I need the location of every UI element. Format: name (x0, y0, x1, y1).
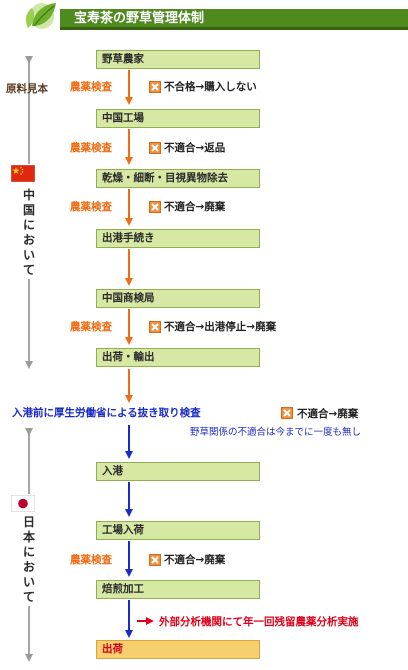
china-flag-icon (11, 165, 35, 182)
step-final-shipment: 出荷 (96, 640, 260, 659)
reject-x-icon (149, 81, 161, 93)
inspection-label: 農薬検査 (70, 142, 112, 154)
inspection-result: 不適合→出港停止→廃棄 (164, 321, 277, 333)
reject-x-icon (149, 201, 161, 213)
header-bar-shadow (60, 27, 408, 30)
header: 宝寿茶の野草管理体制 (0, 0, 408, 36)
reject-x-icon (149, 554, 161, 566)
header-bar (60, 9, 408, 29)
step-drying-cutting: 乾燥・細断・目視異物除去 (96, 169, 260, 188)
residual-pesticide-analysis-note: 外部分析機関にて年一回残留農薬分析実施 (159, 616, 359, 628)
inspection-result: 不合格→購入しない (164, 81, 257, 93)
no-failure-note: 野草関係の不適合は今までに一度も無し (190, 427, 362, 438)
step-departure-procedures: 出港手続き (96, 229, 260, 248)
reject-x-icon (149, 321, 161, 333)
leaf-logo-icon (25, 3, 56, 29)
inspection-label: 農薬検査 (70, 81, 112, 93)
inspection-result: 不適合→廃棄 (164, 201, 226, 213)
japan-flag-icon (11, 495, 35, 512)
step-china-inspection-bureau: 中国商検局 (96, 289, 260, 308)
inspection-label: 農薬検査 (70, 321, 112, 333)
origin-sample-label: 原料見本 (6, 83, 48, 95)
china-label: 中国において (22, 188, 35, 277)
step-factory-receipt: 工場入荷 (96, 521, 260, 540)
port-inspection-label: 入港前に厚生労働省による抜き取り検査 (12, 407, 201, 419)
step-shipping-export: 出荷・輸出 (96, 348, 260, 367)
step-port-arrival: 入港 (96, 462, 260, 481)
step-china-factory: 中国工場 (96, 109, 260, 128)
japan-label: 日本において (22, 515, 35, 604)
inspection-result: 不適合→廃棄 (164, 554, 226, 566)
step-wild-herb-farmer: 野草農家 (96, 50, 260, 69)
page-title: 宝寿茶の野草管理体制 (74, 11, 205, 26)
inspection-label: 農薬検査 (70, 201, 112, 213)
reject-x-icon (281, 407, 293, 419)
inspection-label: 農薬検査 (70, 554, 112, 566)
reject-x-icon (149, 142, 161, 154)
step-roasting: 焙煎加工 (96, 580, 260, 599)
inspection-result: 不適合→返品 (164, 142, 226, 154)
port-inspection-result: 不適合→廃棄 (297, 408, 359, 420)
